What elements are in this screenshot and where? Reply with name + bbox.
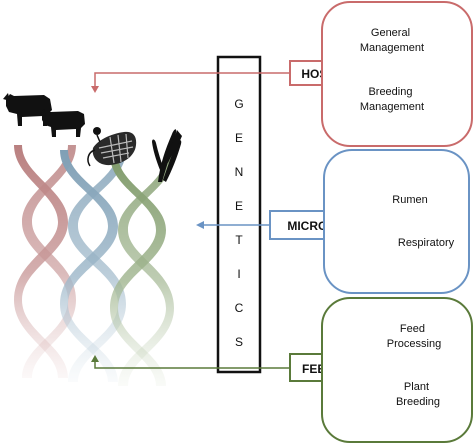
genetics-letter: T <box>235 233 243 247</box>
feed-connector <box>94 362 290 369</box>
host-box <box>321 1 473 147</box>
host-arrowhead <box>91 86 99 93</box>
genetics-letter: E <box>235 131 243 145</box>
microbe-icon <box>87 127 137 167</box>
feed-group: FEED Feed Processing Plant Breeding <box>91 297 473 443</box>
feed-item-plant-breeding: Plant Breeding <box>396 381 440 408</box>
genetics-letter: G <box>234 97 243 111</box>
calf-icon <box>40 109 85 137</box>
microbiome-item-respiratory: Respiratory <box>398 237 455 249</box>
cattle-icon <box>3 93 52 126</box>
genetics-letter: I <box>237 267 240 281</box>
feed-box <box>321 297 473 443</box>
microbiome-box <box>323 149 470 294</box>
plant-icon <box>152 129 182 182</box>
dna-helices <box>14 145 174 386</box>
genetics-letter: N <box>235 165 244 179</box>
genetics-column <box>216 55 262 374</box>
feed-item-feed-processing: Feed Processing <box>387 323 441 350</box>
microbiome-group: MICROBIOME Rumen Respiratory <box>196 149 470 294</box>
helix-feed <box>110 155 174 386</box>
host-connector <box>94 72 290 86</box>
microbiome-arrowhead <box>196 221 204 229</box>
genetics-letter: S <box>235 335 243 349</box>
host-group: HOST General Management Breeding Managem… <box>91 1 473 147</box>
genetics-letter: E <box>235 199 243 213</box>
microbiome-item-rumen: Rumen <box>392 194 427 206</box>
feed-arrowhead <box>91 355 99 362</box>
genetics-letters: G E N E T I C S <box>234 97 243 349</box>
genetics-letter: C <box>235 301 244 315</box>
host-item-general-management: General Management <box>360 27 424 54</box>
host-item-breeding-management: Breeding Management <box>360 86 424 113</box>
helix-microbiome <box>60 150 126 382</box>
helix-host <box>14 145 76 378</box>
